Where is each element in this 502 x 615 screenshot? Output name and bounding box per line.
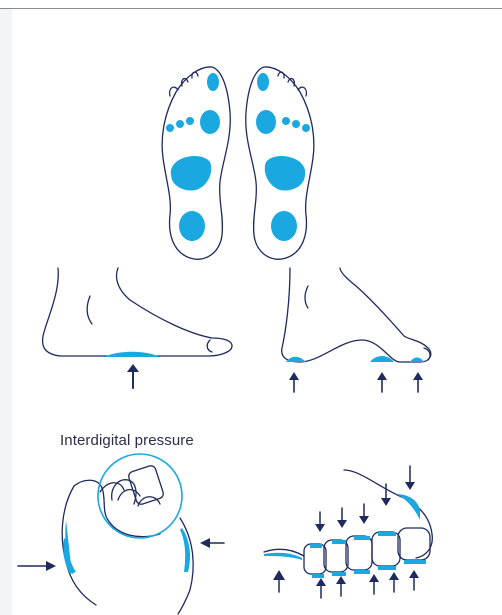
side-view-flat-foot <box>43 268 232 388</box>
left-sole <box>162 67 230 259</box>
side-view-high-arch-foot <box>282 268 431 392</box>
interdigital-pressure-caption: Interdigital pressure <box>60 432 194 449</box>
right-sole <box>246 67 314 259</box>
front-view-toes <box>18 454 224 614</box>
toe-pressure-diagram <box>264 466 432 598</box>
